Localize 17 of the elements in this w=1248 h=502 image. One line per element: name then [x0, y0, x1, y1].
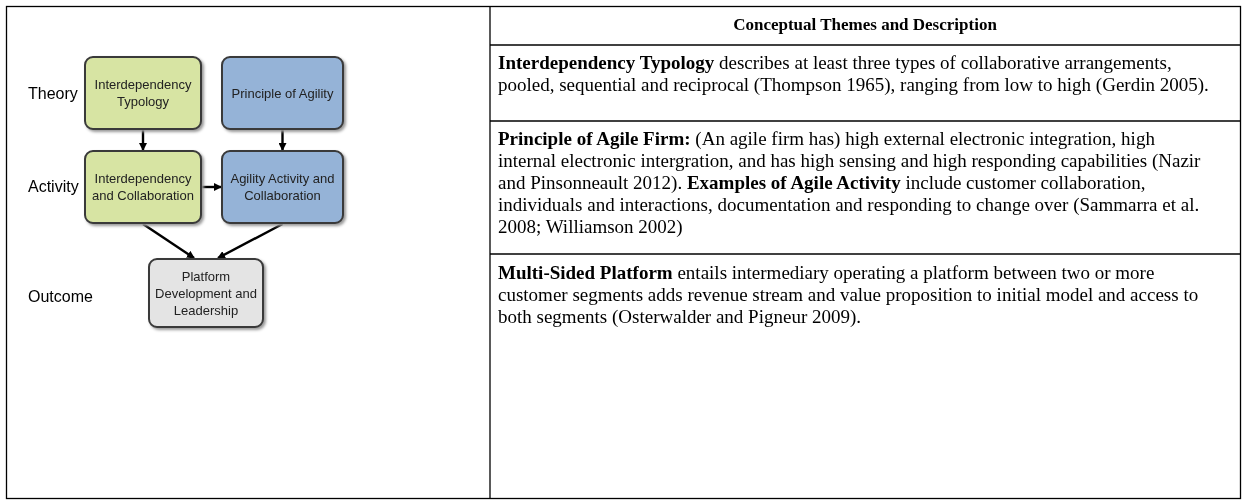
theme-box: Principle of Agility: [221, 56, 344, 130]
arrow: [202, 183, 222, 191]
theme-box: Interdependency Typology: [84, 56, 202, 130]
arrow: [278, 130, 287, 151]
activity-box: Agility Activity and Collaboration: [221, 150, 344, 224]
activity-box: Interdependency and Collaboration: [84, 150, 202, 224]
arrow: [139, 130, 147, 151]
description-text: Principle of Agile Firm: (An agile firm has) high external electronic integration, high internal electronic intergration, and has high sensing and high responding capabilities (Nazir and Pinsonneault 2012). Examples of Agile Activity include customer collaboration, individuals and interactions, documentation and responding to change over (Sammarra et al. 2008; Williamson 2002): [498, 128, 1202, 238]
description-text: Interdependency Typology describes at least three types of collaborative arrangements, pooled, sequential and reciprocal (Thompson 1965), ranging from low to high (Gerdin 2005).: [498, 52, 1210, 96]
row-label: Theory: [28, 84, 79, 104]
row-label: Outcome: [28, 287, 94, 307]
row-label: Activity: [28, 177, 80, 197]
description-text: Multi-Sided Platform entails intermediary operating a platform between two or more customer segments adds revenue stream and value proposition to initial model and access to both segments (Osterwalder and Pigneur 2009).: [498, 262, 1200, 328]
column-header: Conceptual Themes and Description: [732, 14, 998, 36]
outcome-box: Platform Development and Leadership: [148, 258, 264, 328]
arrow: [217, 222, 284, 260]
arrow: [142, 223, 195, 259]
